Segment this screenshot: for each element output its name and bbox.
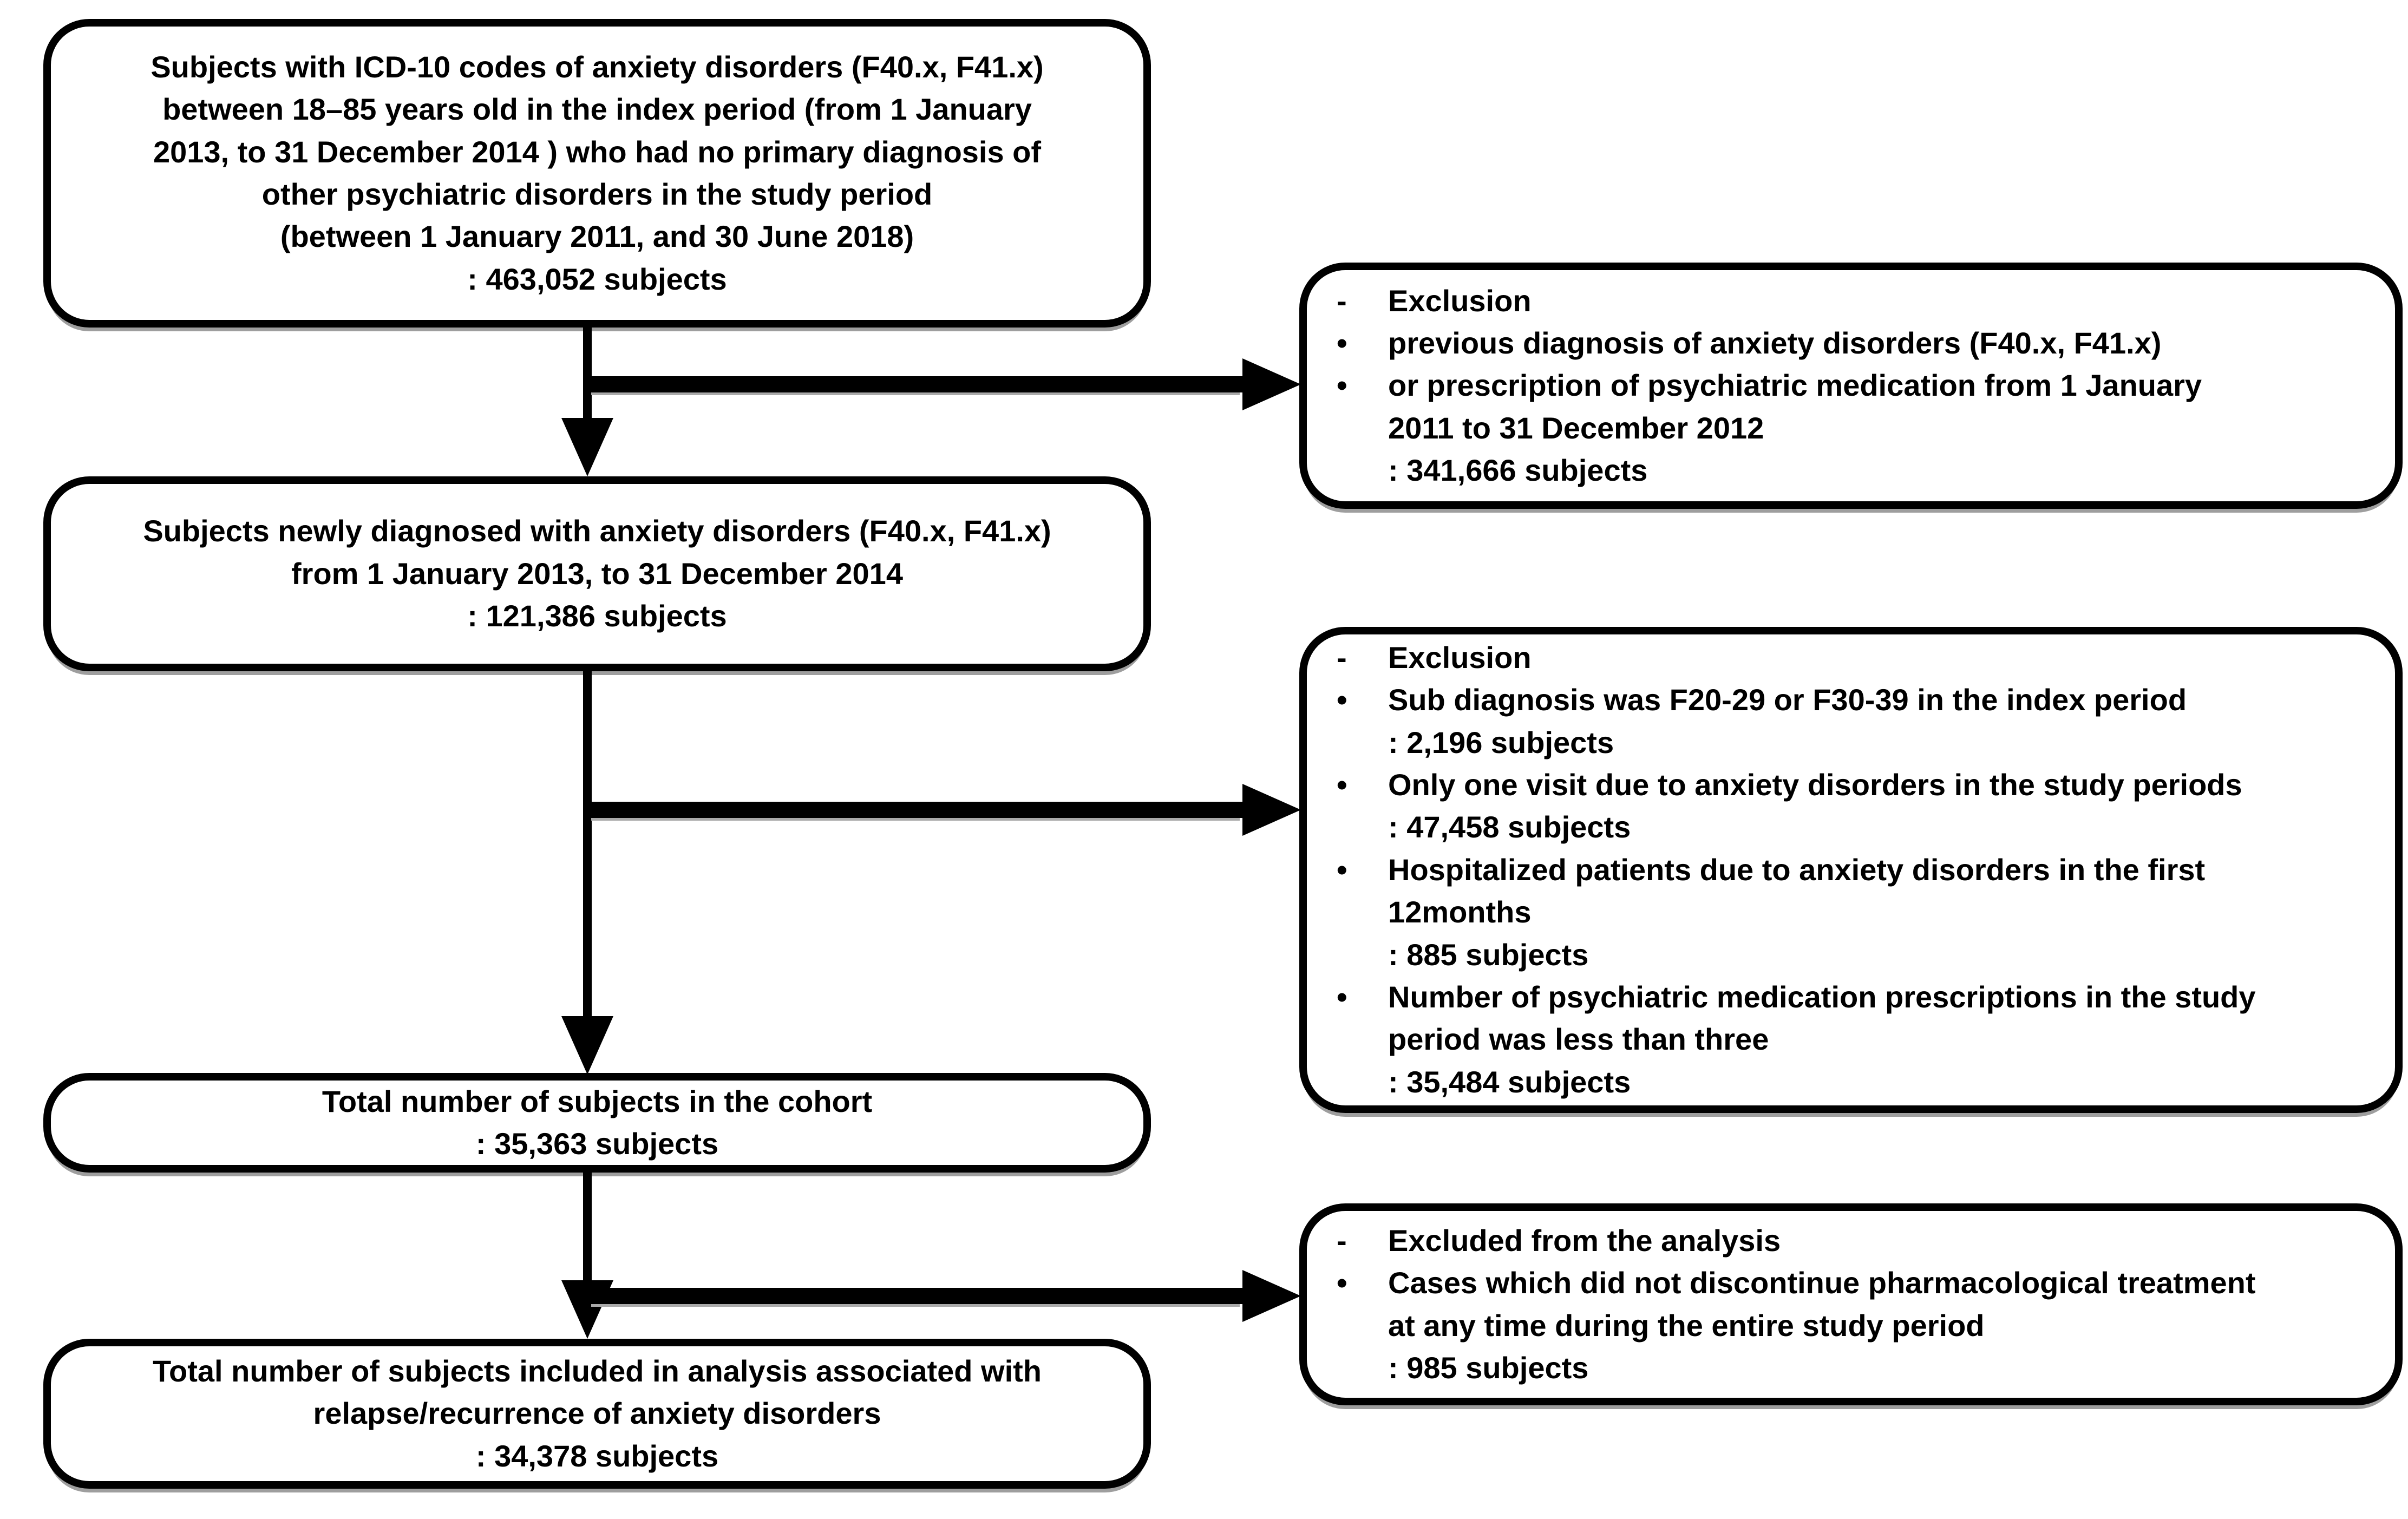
exclusion-3-item-1: • Cases which did not discontinue pharma… — [1337, 1262, 2373, 1389]
branch-arrow-2-shaft — [587, 802, 1244, 818]
box-exclusion-analysis: - Excluded from the analysis • Cases whi… — [1299, 1203, 2403, 1405]
exclusion-3-item-1-text: Cases which did not discontinue pharmaco… — [1388, 1266, 2256, 1385]
exclusion-2-item-2-text: Only one visit due to anxiety disorders … — [1388, 768, 2242, 844]
arrow-down-2-shaft — [583, 669, 592, 1020]
exclusion-2-item-4: • Number of psychiatric medication presc… — [1337, 976, 2373, 1103]
exclusion-2-item-1-text: Sub diagnosis was F20-29 or F30-39 in th… — [1388, 683, 2187, 760]
arrow-down-1-head — [561, 418, 613, 476]
bullet-marker: • — [1337, 1266, 1347, 1300]
bullet-marker: • — [1337, 768, 1347, 802]
dash-marker: - — [1337, 283, 1347, 318]
branch-arrow-2-head — [1242, 784, 1301, 836]
exclusion-1-item-1: • previous diagnosis of anxiety disorder… — [1337, 322, 2373, 364]
box-eligible-subjects-text: Subjects with ICD-10 codes of anxiety di… — [150, 49, 1044, 296]
arrow-down-1-shaft — [583, 325, 592, 422]
exclusion-3-item-0-text: Excluded from the analysis — [1388, 1223, 1781, 1258]
exclusion-1-item-2: • or prescription of psychiatric medicat… — [1337, 364, 2373, 492]
box-analysis-total: Total number of subjects included in ana… — [43, 1339, 1151, 1489]
box-eligible-subjects: Subjects with ICD-10 codes of anxiety di… — [43, 19, 1151, 328]
arrow-down-3-shaft — [583, 1169, 592, 1283]
dash-marker: - — [1337, 640, 1347, 675]
dash-marker: - — [1337, 1223, 1347, 1258]
branch-arrow-1-head — [1242, 358, 1301, 410]
exclusion-2-item-0-text: Exclusion — [1388, 640, 1532, 675]
exclusion-3-item-0: - Excluded from the analysis — [1337, 1220, 2373, 1262]
exclusion-1-item-2-text: or prescription of psychiatric medicatio… — [1388, 368, 2202, 488]
arrow-down-2-head — [561, 1016, 613, 1075]
box-exclusion-1: - Exclusion • previous diagnosis of anxi… — [1299, 263, 2403, 509]
exclusion-2-item-2: • Only one visit due to anxiety disorder… — [1337, 764, 2373, 849]
exclusion-2-item-4-text: Number of psychiatric medication prescri… — [1388, 979, 2256, 1099]
branch-arrow-1-shaft — [587, 376, 1244, 392]
branch-arrow-3-head — [1242, 1270, 1301, 1322]
box-cohort-total-text: Total number of subjects in the cohort :… — [322, 1084, 873, 1161]
bullet-marker: • — [1337, 683, 1347, 717]
bullet-marker: • — [1337, 852, 1347, 887]
box-newly-diagnosed: Subjects newly diagnosed with anxiety di… — [43, 476, 1151, 671]
exclusion-2-item-3: • Hospitalized patients due to anxiety d… — [1337, 849, 2373, 976]
exclusion-1-item-1-text: previous diagnosis of anxiety disorders … — [1388, 325, 2162, 360]
exclusion-2-item-3-text: Hospitalized patients due to anxiety dis… — [1388, 852, 2206, 972]
bullet-marker: • — [1337, 325, 1347, 360]
bullet-marker: • — [1337, 368, 1347, 403]
box-exclusion-2: - Exclusion • Sub diagnosis was F20-29 o… — [1299, 627, 2403, 1113]
exclusion-2-item-1: • Sub diagnosis was F20-29 or F30-39 in … — [1337, 679, 2373, 764]
box-analysis-total-text: Total number of subjects included in ana… — [153, 1353, 1042, 1473]
exclusion-2-item-0: - Exclusion — [1337, 637, 2373, 679]
exclusion-1-item-0: - Exclusion — [1337, 280, 2373, 322]
branch-arrow-3-shaft — [587, 1288, 1244, 1304]
box-cohort-total: Total number of subjects in the cohort :… — [43, 1073, 1151, 1173]
bullet-marker: • — [1337, 979, 1347, 1014]
box-newly-diagnosed-text: Subjects newly diagnosed with anxiety di… — [143, 514, 1051, 633]
exclusion-1-item-0-text: Exclusion — [1388, 283, 1532, 318]
